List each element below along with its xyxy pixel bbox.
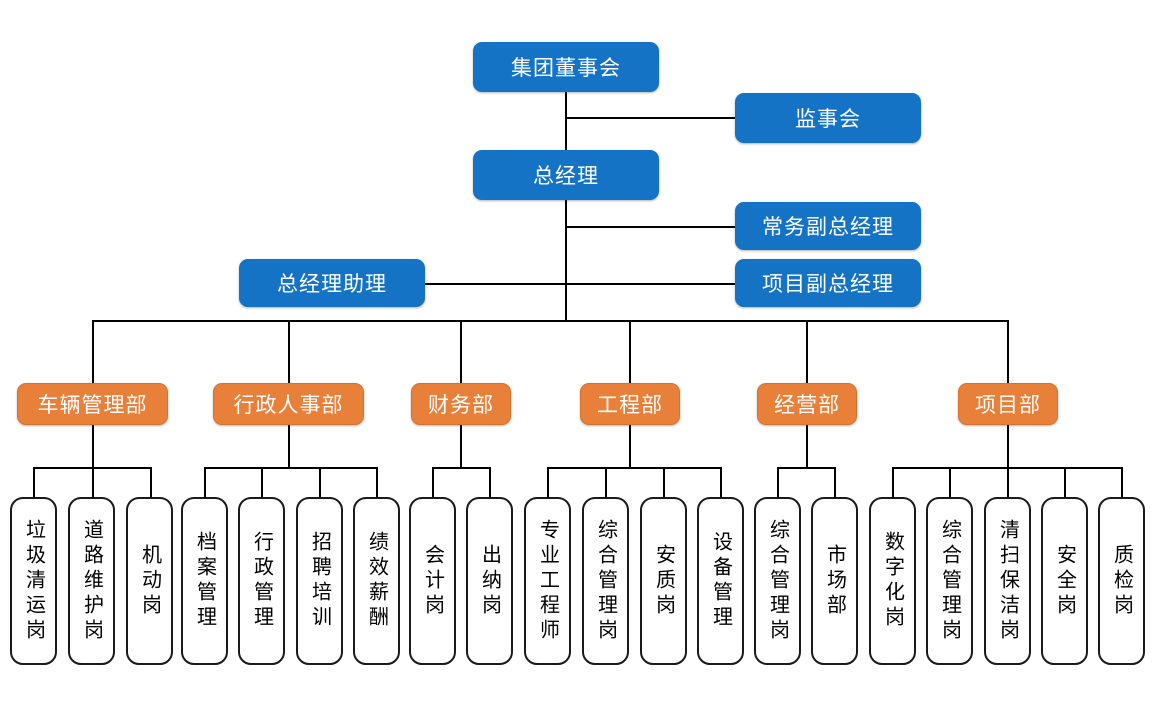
connector-drop-dept-1	[92, 320, 94, 383]
connector-post-drop-2	[92, 467, 94, 498]
connector-post-bus-5	[777, 467, 835, 469]
connector-post-drop-1	[33, 467, 35, 498]
connector-post-bus-2	[204, 467, 377, 469]
connector-post-drop-3	[150, 467, 152, 498]
connector-post-drop-14	[777, 467, 779, 498]
connector-drop-dept-4	[629, 320, 631, 383]
connector-exec-deputy-horizontal	[565, 226, 735, 228]
node-post-professional-engineer[interactable]: 专业工程师	[524, 497, 571, 665]
node-board-of-directors[interactable]: 集团董事会	[473, 42, 659, 92]
connector-drop-dept-6	[1007, 320, 1009, 383]
node-supervisory-board[interactable]: 监事会	[735, 93, 921, 143]
node-post-administrative-management[interactable]: 行政管理	[238, 497, 285, 665]
connector-project-deputy-horizontal	[565, 283, 735, 285]
node-post-marketing[interactable]: 市场部	[811, 497, 858, 665]
connector-post-drop-12	[663, 467, 665, 498]
node-post-quality-inspection[interactable]: 质检岗	[1098, 497, 1145, 665]
connector-supervisory-horizontal	[565, 117, 735, 119]
connector-post-drop-11	[605, 467, 607, 498]
node-department-vehicle-management[interactable]: 车辆管理部	[17, 383, 168, 425]
connector-dept-2-stem	[288, 424, 290, 468]
connector-post-drop-17	[949, 467, 951, 498]
connector-dept-6-stem	[1007, 424, 1009, 468]
node-post-operations-general-management[interactable]: 综合管理岗	[754, 497, 801, 665]
connector-post-drop-18	[1007, 467, 1009, 498]
node-executive-deputy-gm[interactable]: 常务副总经理	[735, 202, 921, 250]
node-post-engineering-general-management[interactable]: 综合管理岗	[582, 497, 629, 665]
node-post-safety[interactable]: 安全岗	[1041, 497, 1088, 665]
node-project-deputy-gm[interactable]: 项目副总经理	[735, 259, 921, 307]
node-gm-assistant[interactable]: 总经理助理	[239, 259, 425, 307]
node-department-finance[interactable]: 财务部	[411, 383, 511, 425]
node-post-safety-quality[interactable]: 安质岗	[640, 497, 687, 665]
connector-post-drop-4	[204, 467, 206, 498]
node-post-equipment-management[interactable]: 设备管理	[697, 497, 744, 665]
connector-post-drop-5	[261, 467, 263, 498]
node-post-digitalization[interactable]: 数字化岗	[869, 497, 916, 665]
connector-drop-dept-2	[288, 320, 290, 383]
node-department-project[interactable]: 项目部	[958, 383, 1058, 425]
connector-dept-4-stem	[629, 424, 631, 468]
connector-post-drop-16	[892, 467, 894, 498]
node-post-recruitment-training[interactable]: 招聘培训	[296, 497, 343, 665]
node-post-cashier[interactable]: 出纳岗	[466, 497, 513, 665]
node-post-mobile-duty[interactable]: 机动岗	[126, 497, 173, 665]
connector-drop-dept-5	[806, 320, 808, 383]
node-post-cleaning-sanitation[interactable]: 清扫保洁岗	[984, 497, 1031, 665]
node-post-accounting[interactable]: 会计岗	[409, 497, 456, 665]
connector-department-bus	[92, 320, 1008, 322]
connector-post-drop-19	[1064, 467, 1066, 498]
connector-post-bus-3	[432, 467, 490, 469]
connector-post-drop-9	[489, 467, 491, 498]
connector-post-drop-8	[432, 467, 434, 498]
node-post-road-maintenance[interactable]: 道路维护岗	[68, 497, 115, 665]
node-department-operations[interactable]: 经营部	[757, 383, 857, 425]
node-general-manager[interactable]: 总经理	[473, 150, 659, 200]
connector-board-down	[565, 91, 567, 150]
node-post-performance-compensation[interactable]: 绩效薪酬	[353, 497, 400, 665]
node-post-project-general-management[interactable]: 综合管理岗	[926, 497, 973, 665]
connector-gm-assistant-horizontal	[424, 283, 566, 285]
connector-gm-down	[565, 199, 567, 321]
connector-post-drop-6	[319, 467, 321, 498]
node-post-waste-transport[interactable]: 垃圾清运岗	[10, 497, 57, 665]
connector-dept-1-stem	[92, 424, 94, 468]
connector-post-drop-13	[720, 467, 722, 498]
connector-post-drop-7	[376, 467, 378, 498]
node-post-archive-management[interactable]: 档案管理	[181, 497, 228, 665]
connector-dept-3-stem	[460, 424, 462, 468]
connector-post-drop-10	[547, 467, 549, 498]
connector-post-drop-15	[834, 467, 836, 498]
connector-post-bus-4	[547, 467, 721, 469]
connector-post-drop-20	[1121, 467, 1123, 498]
connector-drop-dept-3	[460, 320, 462, 383]
node-department-engineering[interactable]: 工程部	[580, 383, 680, 425]
node-department-admin-hr[interactable]: 行政人事部	[213, 383, 364, 425]
connector-dept-5-stem	[806, 424, 808, 468]
